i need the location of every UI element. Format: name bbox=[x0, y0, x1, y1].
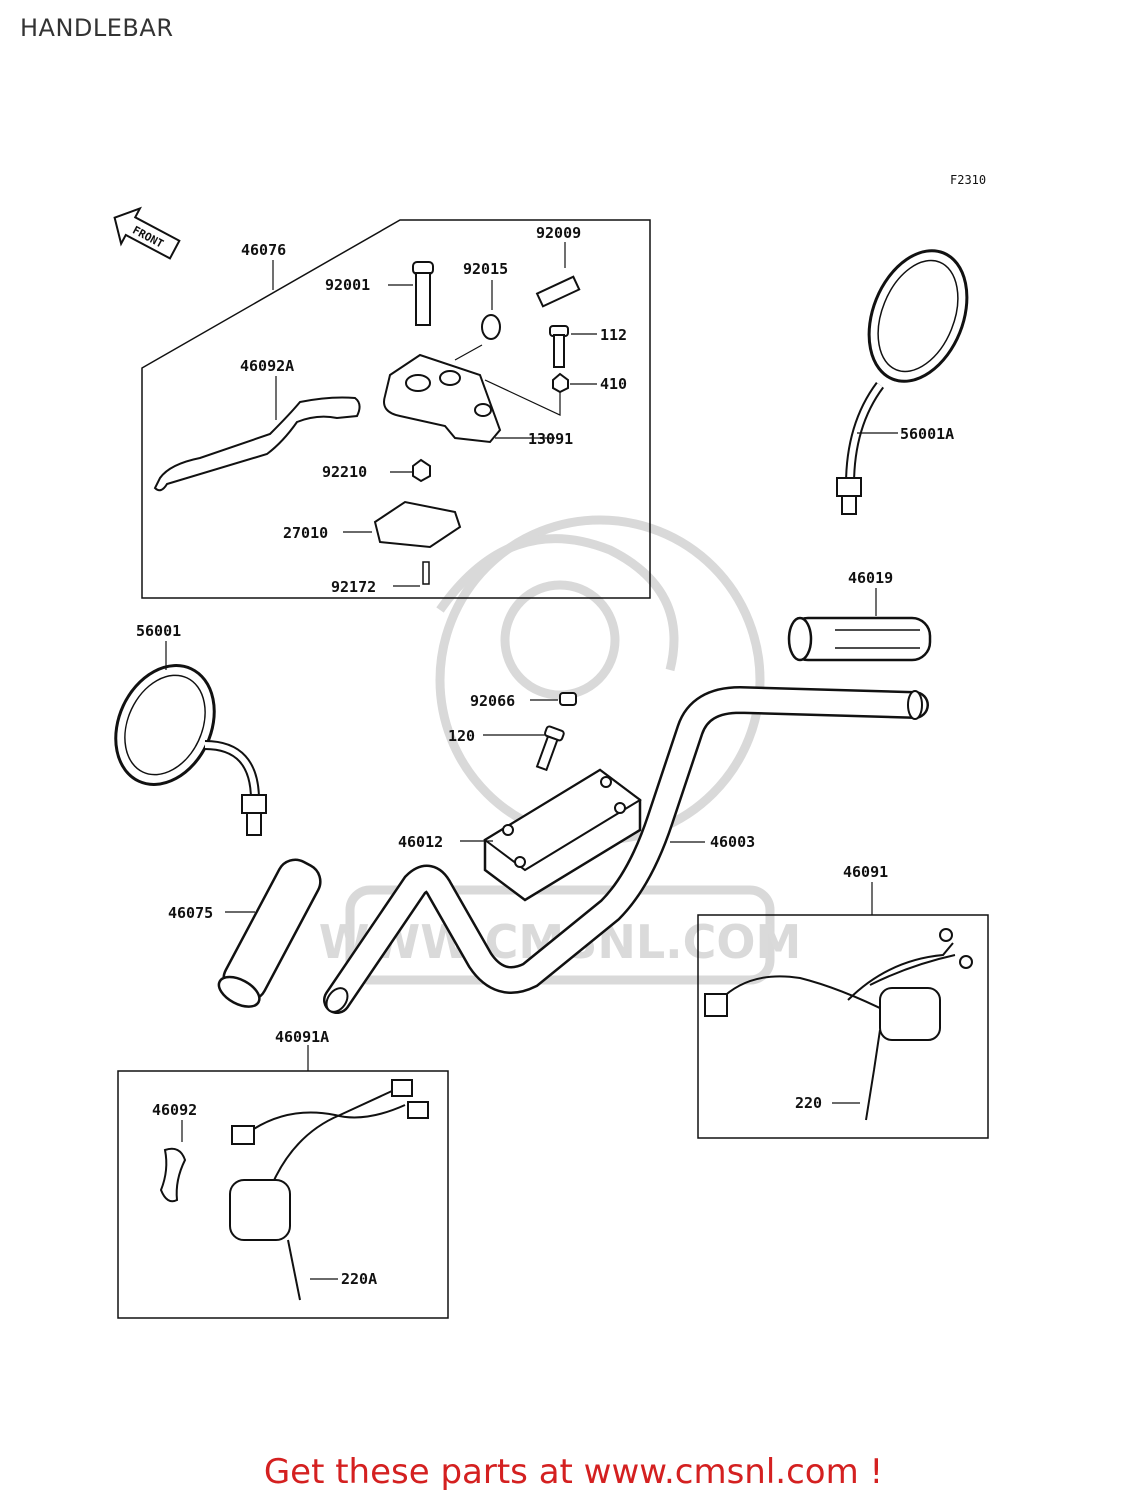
page-title: HANDLEBAR bbox=[20, 14, 174, 42]
adjuster-92009 bbox=[535, 275, 581, 308]
mirror-right-56001A bbox=[836, 249, 969, 515]
figure-code: F2310 bbox=[950, 173, 986, 187]
cap-92066 bbox=[559, 692, 577, 706]
grip-46075 bbox=[217, 858, 322, 1008]
holder-46012 bbox=[483, 768, 642, 902]
washer-92015 bbox=[481, 314, 501, 340]
label-92066: 92066 bbox=[470, 692, 515, 710]
label-56001A: 56001A bbox=[900, 425, 954, 443]
label-46091: 46091 bbox=[843, 863, 888, 881]
grip-46019 bbox=[787, 616, 932, 662]
switch-27010 bbox=[373, 500, 462, 549]
label-220A: 220A bbox=[341, 1270, 377, 1288]
label-410: 410 bbox=[600, 375, 627, 393]
bolt-120 bbox=[535, 725, 565, 772]
label-220: 220 bbox=[795, 1094, 822, 1112]
nut-92210 bbox=[412, 458, 431, 483]
label-46092: 46092 bbox=[152, 1101, 197, 1119]
label-46003: 46003 bbox=[710, 833, 755, 851]
leader-lines-group1 bbox=[272, 242, 597, 587]
label-46076: 46076 bbox=[241, 241, 286, 259]
switch-46091 bbox=[704, 928, 973, 1121]
mirror-left-56001 bbox=[114, 664, 267, 836]
lever-46092A bbox=[153, 396, 361, 492]
label-13091: 13091 bbox=[528, 430, 573, 448]
label-27010: 27010 bbox=[283, 524, 328, 542]
leader-lines-middle bbox=[165, 432, 898, 913]
group-box-46091A bbox=[117, 1070, 449, 1319]
label-46075: 46075 bbox=[168, 904, 213, 922]
bracket-13091 bbox=[383, 353, 502, 444]
label-112: 112 bbox=[600, 326, 627, 344]
handlebar-46003 bbox=[323, 685, 929, 1014]
bolt-112 bbox=[549, 325, 569, 368]
switch-46091A bbox=[159, 1079, 429, 1301]
footer-link[interactable]: Get these parts at www.cmsnl.com ! bbox=[263, 1452, 884, 1492]
label-92210: 92210 bbox=[322, 463, 367, 481]
label-46092A: 46092A bbox=[240, 357, 294, 375]
nut-410 bbox=[552, 372, 569, 394]
label-46012: 46012 bbox=[398, 833, 443, 851]
front-arrow-icon: FRONT bbox=[113, 206, 181, 260]
screw-92172 bbox=[422, 561, 430, 585]
label-92172: 92172 bbox=[331, 578, 376, 596]
label-120: 120 bbox=[448, 727, 475, 745]
group-box-46091 bbox=[697, 914, 989, 1139]
bolt-92001 bbox=[412, 261, 434, 326]
label-92009: 92009 bbox=[536, 224, 581, 242]
label-56001: 56001 bbox=[136, 622, 181, 640]
group-box-46076 bbox=[141, 219, 651, 599]
label-92015: 92015 bbox=[463, 260, 508, 278]
label-46019: 46019 bbox=[848, 569, 893, 587]
label-92001: 92001 bbox=[325, 276, 370, 294]
label-46091A: 46091A bbox=[275, 1028, 329, 1046]
